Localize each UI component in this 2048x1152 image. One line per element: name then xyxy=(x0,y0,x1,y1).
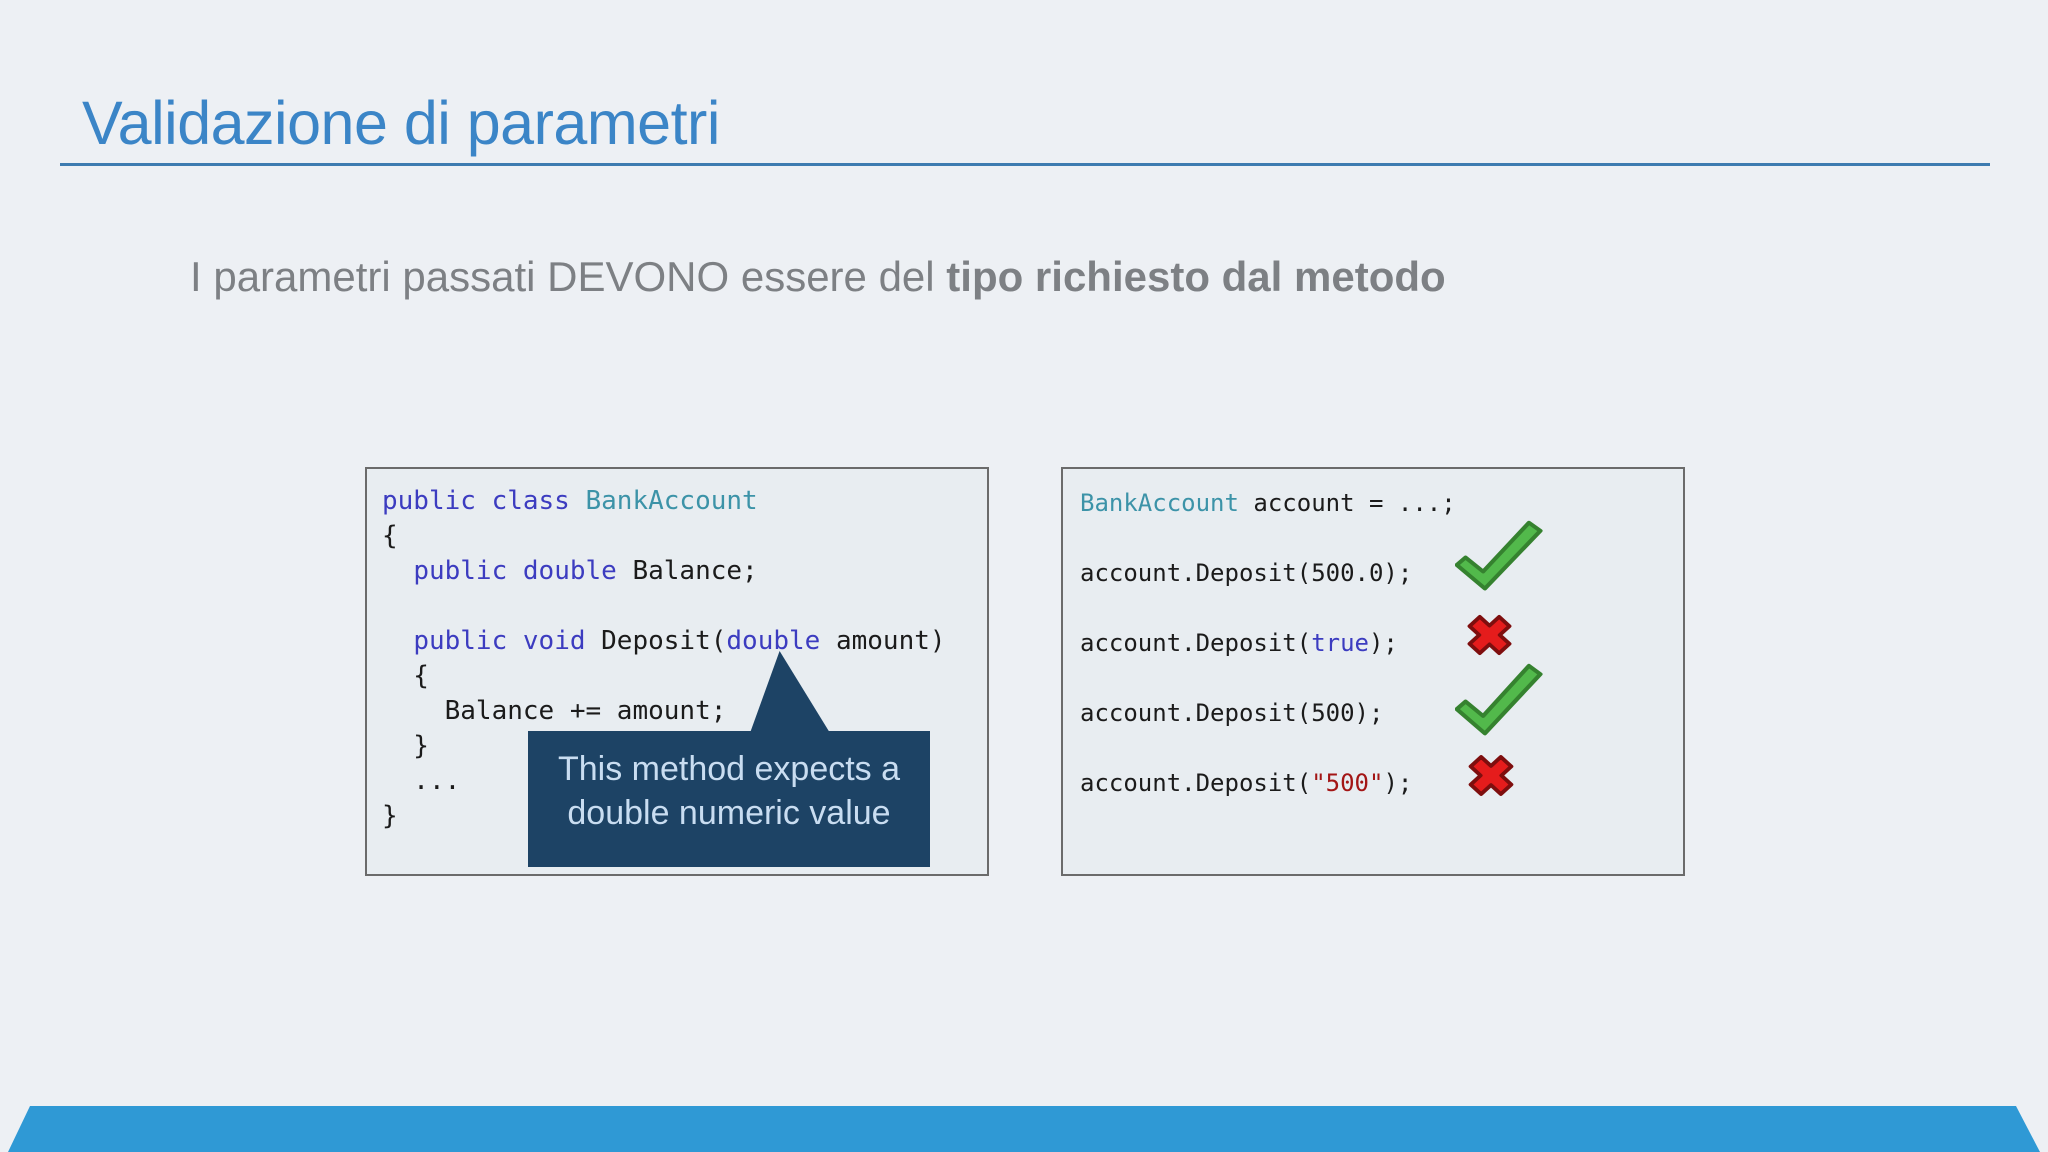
code-token: account.Deposit(500); xyxy=(1080,699,1384,727)
code-token: Balance; xyxy=(632,556,758,586)
code-line: public void Deposit(double amount) xyxy=(382,624,987,659)
code-line: public double Balance; xyxy=(382,554,987,589)
code-token: account.Deposit( xyxy=(1080,629,1312,657)
check-icon xyxy=(1455,662,1543,738)
subtitle: I parametri passati DEVONO essere del ti… xyxy=(190,252,1446,302)
code-token: } xyxy=(382,731,429,761)
code-line: account.Deposit(true); xyxy=(1080,626,1683,661)
code-line: account.Deposit(500); xyxy=(1080,696,1683,731)
subtitle-bold-text: tipo richiesto dal metodo xyxy=(946,253,1446,300)
code-token: account = ...; xyxy=(1238,489,1456,517)
code-token: public double xyxy=(413,556,633,586)
cross-icon xyxy=(1462,749,1520,802)
title-underline xyxy=(60,163,1990,166)
code-token: true xyxy=(1311,629,1369,657)
tooltip-callout: This method expects a double numeric val… xyxy=(528,731,930,867)
page-title: Validazione di parametri xyxy=(82,89,720,157)
code-line: } xyxy=(382,799,987,834)
code-line: Balance += amount; xyxy=(382,694,987,729)
code-line: BankAccount account = ...; xyxy=(1080,486,1683,521)
code-token: double xyxy=(726,626,821,656)
code-token: BankAccount xyxy=(1080,489,1239,517)
subtitle-normal-text: I parametri passati DEVONO essere del xyxy=(190,253,947,300)
code-token: ); xyxy=(1383,769,1413,797)
code-token: account.Deposit( xyxy=(1080,769,1312,797)
code-token: ); xyxy=(1368,629,1398,657)
code-token: BankAccount xyxy=(585,486,758,516)
code-token: "500" xyxy=(1311,769,1384,797)
code-token: public class xyxy=(382,486,586,516)
footer-accent-bar xyxy=(8,1106,2040,1152)
code-token: Deposit( xyxy=(601,626,727,656)
code-token: { xyxy=(382,661,429,691)
code-token xyxy=(382,556,413,586)
code-token: { xyxy=(382,521,398,551)
code-token xyxy=(382,626,413,656)
code-token: amount) xyxy=(820,626,946,656)
code-line: account.Deposit("500"); xyxy=(1080,766,1683,801)
code-token: Balance += amount; xyxy=(382,696,727,726)
code-line-blank xyxy=(382,589,987,624)
code-panel-usage-examples: BankAccount account = ...; account.Depos… xyxy=(1061,467,1685,876)
code-line: public class BankAccount xyxy=(382,484,987,519)
code-token: } xyxy=(382,801,398,831)
check-icon xyxy=(1455,519,1543,593)
code-line: } xyxy=(382,729,987,764)
code-token: account.Deposit(500.0); xyxy=(1080,559,1413,587)
cross-icon xyxy=(1461,609,1518,661)
code-line: { xyxy=(382,659,987,694)
code-token: ... xyxy=(382,766,461,796)
code-line: ... xyxy=(382,764,987,799)
code-line: account.Deposit(500.0); xyxy=(1080,556,1683,591)
tooltip-text: This method expects a double numeric val… xyxy=(557,750,901,832)
code-token: public void xyxy=(413,626,602,656)
code-line: { xyxy=(382,519,987,554)
